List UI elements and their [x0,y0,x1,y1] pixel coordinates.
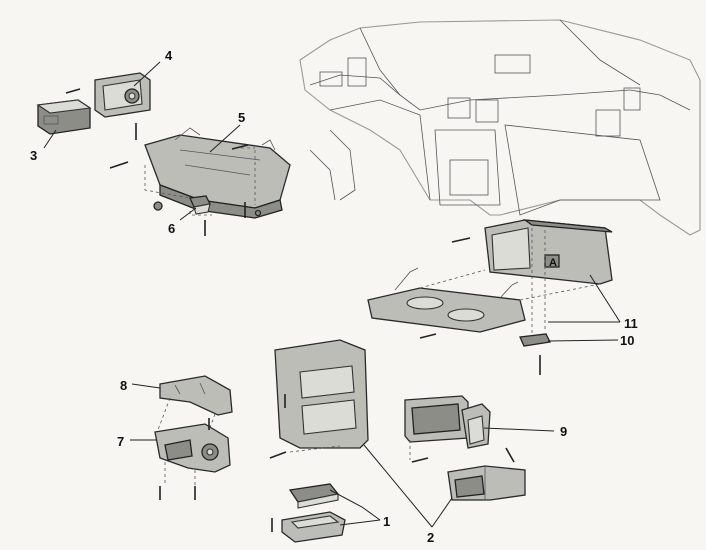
part-11-glove-box [484,219,613,285]
part-1-tray [281,483,346,543]
callout-1: 1 [383,514,390,529]
screw-icon [231,144,249,150]
callout-8: 8 [120,378,127,393]
leader-line [131,383,161,389]
part-9-switch-unit [404,395,491,449]
leader-line [133,61,161,87]
leader-line [363,444,433,528]
leader-line [43,129,57,149]
part-3-switch-box [36,99,92,135]
callout-2: 2 [427,530,434,545]
callout-A: A [549,257,557,269]
callout-7: 7 [117,434,124,449]
screw-icon [419,333,437,339]
part-5-lower-panel [144,127,291,219]
leader-line [483,427,555,432]
leader-line [547,339,619,342]
screw-icon [109,161,129,169]
leader-line [431,497,453,528]
screw-icon [451,237,471,243]
callout-5: 5 [238,110,245,125]
callout-6: 6 [168,221,175,236]
part-10-latch [519,333,551,347]
leader-line [339,519,381,526]
callout-9: 9 [560,424,567,439]
screw-icon [269,451,287,459]
part-6-bracket [189,195,211,215]
part-11-glove-box-lid [367,267,526,333]
screw-icon [411,457,429,463]
part-2-switch-block [447,465,526,501]
part-2-center-bezel [274,339,369,449]
leader-line [589,274,621,323]
dashboard-outline [299,19,701,236]
leader-line [329,489,381,521]
leader-line [209,124,241,153]
callout-11: 11 [624,316,638,331]
leader-line [179,207,197,221]
part-8-upper-cover [159,375,233,416]
screw-icon [505,447,515,463]
part-7-lower-cover [154,423,231,473]
clip-icon [254,209,262,217]
clip-icon [153,201,163,211]
callout-10: 10 [620,333,634,348]
callout-4: 4 [165,48,173,63]
screw-icon [65,88,81,94]
callout-3: 3 [30,148,37,163]
part-4-bezel-frame [94,72,151,118]
